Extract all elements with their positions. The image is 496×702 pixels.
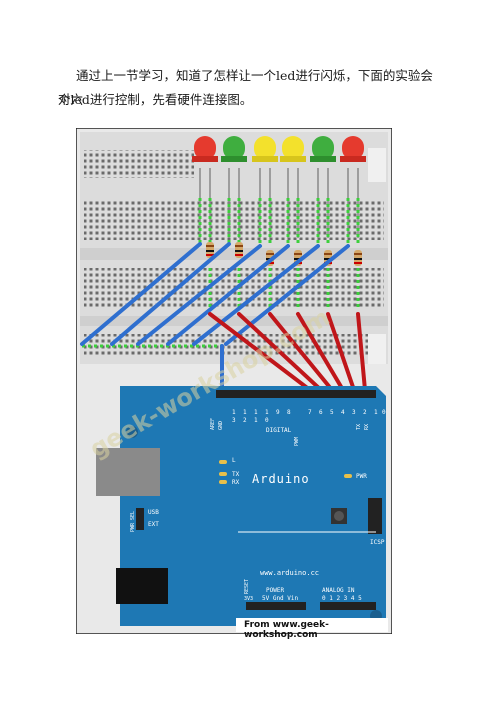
ground-wires: [80, 242, 350, 392]
svg-text:3: 3: [352, 409, 356, 416]
svg-text:1: 1: [374, 409, 378, 416]
tx-led-label: TX: [232, 471, 240, 478]
pwr-led-label: PWR: [356, 473, 367, 480]
power-pins-label: 5V Gnd Vin: [262, 595, 299, 602]
hardware-figure: Arduino www.arduino.cc DIGITAL L TX RX P…: [75, 127, 393, 640]
svg-text:1: 1: [243, 409, 247, 416]
aref-label: AREF: [210, 418, 216, 430]
intro-line-2: 个led进行控制，先看硬件连接图。: [58, 92, 253, 107]
analog-in-label: ANALOG IN: [322, 587, 355, 594]
power-label: POWER: [266, 587, 284, 594]
analog-pins-label: 0 1 2 3 4 5: [322, 595, 362, 602]
svg-text:2: 2: [363, 409, 367, 416]
signal-wires: [208, 312, 367, 392]
gnd-label: GND: [218, 421, 224, 430]
svg-text:6: 6: [319, 409, 323, 416]
led-red-1-icon: [192, 136, 218, 162]
led-red-2-icon: [340, 136, 366, 162]
svg-text:4: 4: [341, 409, 345, 416]
green-ties: [82, 198, 360, 348]
power-jack: [116, 568, 168, 604]
svg-text:3: 3: [232, 417, 236, 424]
digital-label: DIGITAL: [266, 427, 292, 434]
icsp-label: ICSP: [370, 539, 385, 546]
usb-jack: [96, 448, 160, 496]
rx-pin-label: RX: [364, 424, 370, 430]
rx-led-label: RX: [232, 479, 240, 486]
usb-label: USB: [148, 509, 159, 516]
svg-text:9: 9: [276, 409, 280, 416]
svg-text:0: 0: [265, 417, 269, 424]
l-led-label: L: [232, 457, 236, 464]
wiring-diagram: Arduino www.arduino.cc DIGITAL L TX RX P…: [75, 127, 393, 635]
breadboard: [80, 132, 388, 364]
tx-pin-label: TX: [356, 424, 362, 430]
led-legs: [199, 168, 359, 238]
power-header: [246, 602, 306, 610]
svg-text:1: 1: [232, 409, 236, 416]
icsp-header: [368, 498, 382, 534]
digital-pin-numbers: 1 1 1 1 3 2 1 0 9 8 7 6 5 4 3 2 1 0: [232, 409, 386, 424]
board-label: Arduino: [252, 472, 310, 486]
svg-text:2: 2: [243, 417, 247, 424]
intro-line-1: 通过上一节学习，知道了怎样让一个led进行闪烁，下面的实验会对六: [58, 68, 433, 107]
svg-text:0: 0: [382, 409, 386, 416]
svg-text:1: 1: [265, 409, 269, 416]
led-yellow-1-icon: [252, 136, 278, 162]
ext-label: EXT: [148, 521, 159, 528]
v33-label: 3V3: [244, 596, 253, 602]
svg-text:5: 5: [330, 409, 334, 416]
led-yellow-2-icon: [280, 136, 306, 162]
digital-header: [216, 390, 376, 398]
svg-text:1: 1: [254, 417, 258, 424]
board-site: www.arduino.cc: [260, 569, 319, 577]
analog-header: [320, 602, 376, 610]
pwm-label: PWM: [294, 437, 300, 446]
pwr-sel-label: PWR SEL: [130, 511, 136, 532]
svg-text:7: 7: [308, 409, 312, 416]
pwr-sel-jumper: [136, 508, 144, 530]
reset-label: RESET: [244, 579, 250, 594]
svg-text:1: 1: [254, 409, 258, 416]
led-green-1-icon: [221, 136, 247, 162]
led-green-2-icon: [310, 136, 336, 162]
figure-caption: From www.geek-workshop.com: [244, 620, 329, 640]
svg-text:8: 8: [287, 409, 291, 416]
arduino-board: Arduino www.arduino.cc DIGITAL L TX RX P…: [96, 386, 386, 626]
